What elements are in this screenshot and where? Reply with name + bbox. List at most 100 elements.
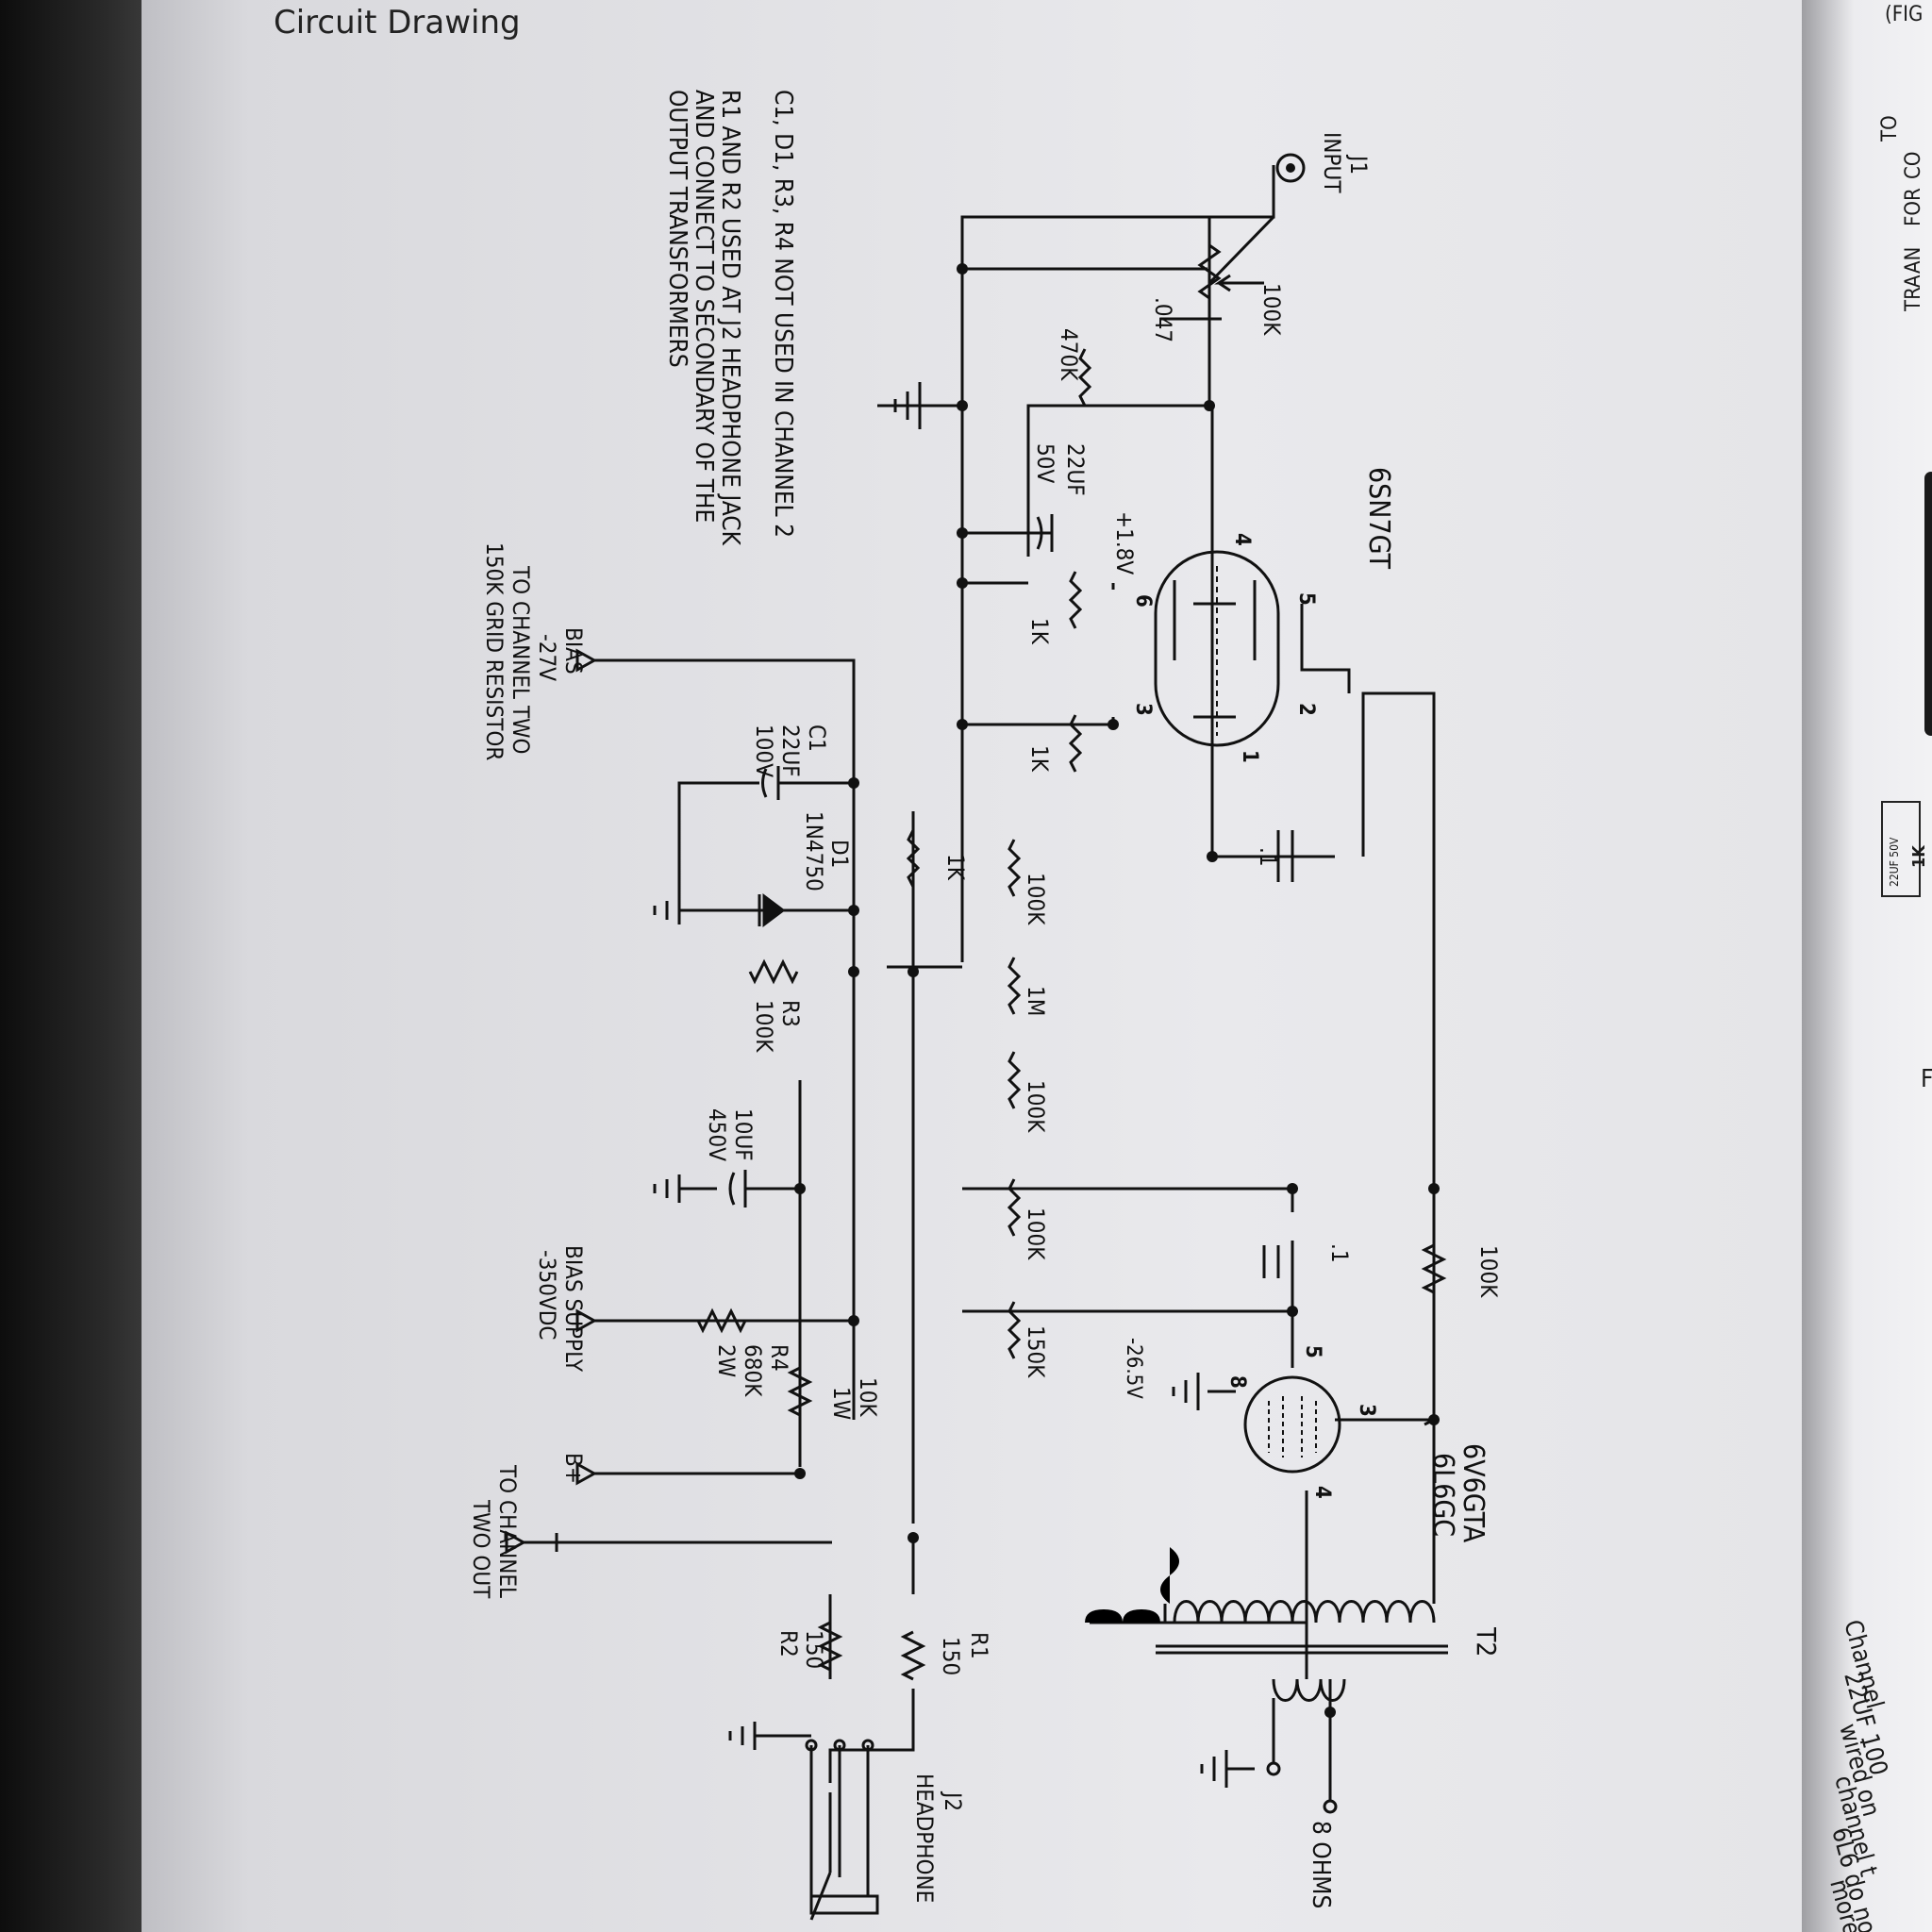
ch2-out-line2: TWO OUT: [468, 1499, 494, 1599]
svg-text:150: 150: [801, 1630, 827, 1669]
svg-text:2: 2: [1294, 703, 1318, 716]
cap-10uf-value: 10UF: [730, 1108, 757, 1161]
resistor-1m: [1007, 957, 1022, 1015]
neighbor-glyph: F: [1921, 1065, 1932, 1093]
cap-50v-label: 50V: [1032, 443, 1058, 483]
r1k-c-label: 1K: [942, 854, 969, 881]
r3-name: R3: [777, 1000, 804, 1027]
note-r1r2-b: AND CONNECT TO SECONDARY OF THE: [690, 90, 718, 523]
svg-text:TO CHANNEL TWO: TO CHANNEL TWO: [508, 565, 534, 754]
bias-note-2: 150K GRID RESISTOR: [481, 542, 508, 760]
t2-label: T2: [1471, 1626, 1502, 1657]
cap-10uf-voltage: 450V: [704, 1108, 730, 1161]
r1k-b-label: 1K: [1026, 745, 1053, 773]
svg-text:R4: R4: [766, 1344, 792, 1372]
svg-text:R2: R2: [775, 1630, 802, 1657]
j1-input-jack: [1275, 153, 1306, 183]
tube-6sn7gt: [1154, 550, 1280, 747]
neighbor-page: [1802, 0, 1932, 1932]
svg-text:INPUT: INPUT: [1319, 132, 1345, 193]
bias-value: -27V: [534, 634, 560, 681]
neighbor-mini-cap: [1881, 801, 1921, 897]
svg-text:6L6GC: 6L6GC: [1426, 1453, 1459, 1537]
pot-wiper: [1214, 274, 1264, 292]
svg-text:10UF: 10UF: [730, 1108, 757, 1161]
resistor-r4: [696, 1307, 747, 1334]
svg-text:R1 AND R2 USED AT J2 HEADPHONE: R1 AND R2 USED AT J2 HEADPHONE JACK: [716, 90, 744, 546]
output-terminals: [1200, 1679, 1338, 1814]
svg-text:BIAS SUPPLY: BIAS SUPPLY: [560, 1245, 587, 1373]
svg-text:100V: 100V: [751, 724, 777, 777]
bias-supply-value: -350VDC: [534, 1250, 560, 1340]
svg-text:4: 4: [1230, 533, 1254, 546]
coupling-cap-01: [1276, 830, 1294, 882]
svg-text:5: 5: [1294, 592, 1318, 606]
d1-name: D1: [826, 840, 853, 868]
resistor-150k: [1007, 1301, 1022, 1359]
ground-symbol: [728, 1722, 811, 1750]
resistor-r1: [900, 1630, 926, 1681]
tube1-pin: 6: [1131, 594, 1155, 608]
bias-supply-label: BIAS SUPPLY: [560, 1245, 587, 1373]
neighbor-line: TO: [1878, 115, 1902, 142]
svg-text:10K: 10K: [855, 1377, 881, 1417]
r2-value: 150: [801, 1630, 827, 1669]
resistor-1k-a: [1068, 571, 1083, 629]
tube-6v6gta: [1243, 1375, 1341, 1474]
svg-text:D1: D1: [826, 840, 853, 868]
r2-name: R2: [775, 1630, 802, 1657]
cap-22uf-label: 22UF: [1062, 443, 1089, 496]
bplus-label: B+: [560, 1453, 587, 1484]
tube1-label: 6SN7GT: [1362, 467, 1395, 570]
svg-text:100K: 100K: [1023, 1080, 1049, 1133]
svg-text:J1: J1: [1345, 154, 1372, 175]
resistor-1k-c: [906, 829, 921, 888]
output-transformer-t2: [1085, 1418, 1448, 1702]
junction-dots: [794, 263, 1440, 1718]
svg-text:4: 4: [1310, 1486, 1334, 1499]
svg-text:6SN7GT: 6SN7GT: [1362, 467, 1395, 570]
svg-text:-27V: -27V: [534, 634, 560, 681]
svg-text:100K: 100K: [1258, 283, 1285, 336]
svg-text:22UF: 22UF: [1062, 443, 1089, 496]
r1-value: 150: [938, 1637, 964, 1675]
svg-text:450V: 450V: [704, 1108, 730, 1161]
note-r1r2-a: R1 AND R2 USED AT J2 HEADPHONE JACK: [716, 90, 744, 546]
tube2-pin: 3: [1355, 1404, 1378, 1417]
svg-text:1K: 1K: [942, 854, 969, 881]
r1k-a-label: 1K: [1026, 618, 1053, 645]
svg-text:-26.5V: -26.5V: [1122, 1338, 1145, 1399]
svg-text:8 OHMS: 8 OHMS: [1307, 1821, 1335, 1908]
svg-text:3: 3: [1131, 703, 1155, 716]
svg-text:.1: .1: [1326, 1243, 1353, 1263]
r100k-a-label: 100K: [1023, 873, 1049, 925]
cap-01-label: .1: [1255, 847, 1281, 867]
bias-label: BIAS: [560, 627, 587, 675]
svg-text:AND CONNECT TO SECONDARY OF TH: AND CONNECT TO SECONDARY OF THE: [690, 90, 718, 523]
svg-text:BIAS: BIAS: [560, 627, 587, 675]
svg-text:OUTPUT TRANSFORMERS: OUTPUT TRANSFORMERS: [663, 90, 691, 368]
svg-text:C1, D1, R3, R4 NOT USED IN CHA: C1, D1, R3, R4 NOT USED IN CHANNEL 2: [769, 90, 797, 538]
neighbor-mini-res-label: 1K: [1909, 844, 1929, 868]
c1-value: 22UF: [777, 724, 804, 777]
bias-note-1: TO CHANNEL TWO: [508, 565, 534, 754]
j2-name: J2: [940, 1790, 966, 1811]
svg-text:50V: 50V: [1032, 443, 1058, 483]
svg-text:B+: B+: [560, 1453, 587, 1484]
c1-name: C1: [804, 724, 830, 752]
tube1-pin: 2: [1294, 703, 1318, 716]
cap-047-label: .047: [1150, 297, 1176, 342]
r3-value: 100K: [751, 1000, 777, 1053]
svg-text:.047: .047: [1150, 297, 1176, 342]
svg-text:1M: 1M: [1023, 986, 1049, 1016]
j2-label: HEADPHONE: [911, 1774, 938, 1903]
svg-text:1K: 1K: [1026, 618, 1053, 645]
output-8ohm-label: 8 OHMS: [1307, 1821, 1335, 1908]
tube2-pin: 5: [1301, 1345, 1324, 1358]
svg-text:1: 1: [1238, 750, 1261, 763]
neighbor-line: FOR: [1902, 188, 1925, 226]
svg-text:TWO OUT: TWO OUT: [468, 1499, 494, 1599]
ground-symbol: [893, 382, 922, 429]
resistor-100k-a: [1007, 839, 1022, 897]
svg-text:150K GRID RESISTOR: 150K GRID RESISTOR: [481, 542, 508, 760]
